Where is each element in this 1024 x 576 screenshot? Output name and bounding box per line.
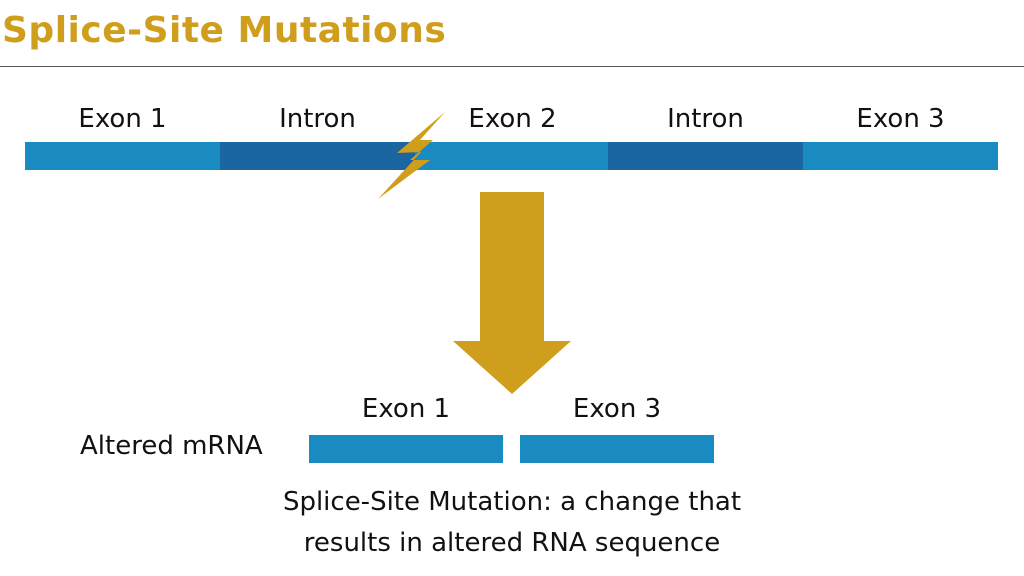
gene-exon-2 bbox=[415, 142, 608, 170]
altered-mrna-label: Altered mRNA bbox=[80, 431, 263, 461]
down-arrow-icon bbox=[453, 192, 571, 394]
caption-line-2: results in altered RNA sequence bbox=[303, 528, 721, 558]
mrna-exon-3 bbox=[520, 435, 714, 463]
caption: Splice-Site Mutation: a change that resu… bbox=[0, 482, 1024, 564]
gene-intron-1 bbox=[220, 142, 415, 170]
label-exon-3: Exon 3 bbox=[856, 104, 945, 134]
slide-title: Splice-Site Mutations bbox=[2, 10, 447, 51]
mrna-exon-1 bbox=[309, 435, 503, 463]
label-intron-1: Intron bbox=[279, 104, 356, 134]
mrna-label-exon-3: Exon 3 bbox=[572, 394, 662, 424]
caption-line-1: Splice-Site Mutation: a change that bbox=[282, 487, 742, 517]
label-intron-2: Intron bbox=[667, 104, 744, 134]
label-exon-2: Exon 2 bbox=[468, 104, 557, 134]
lightning-bolt-icon bbox=[378, 112, 445, 199]
gene-exon-3 bbox=[803, 142, 998, 170]
label-exon-1: Exon 1 bbox=[78, 104, 167, 134]
title-divider bbox=[0, 66, 1024, 67]
gene-exon-1 bbox=[25, 142, 220, 170]
gene-intron-2 bbox=[608, 142, 803, 170]
mrna-label-exon-1: Exon 1 bbox=[361, 394, 451, 424]
